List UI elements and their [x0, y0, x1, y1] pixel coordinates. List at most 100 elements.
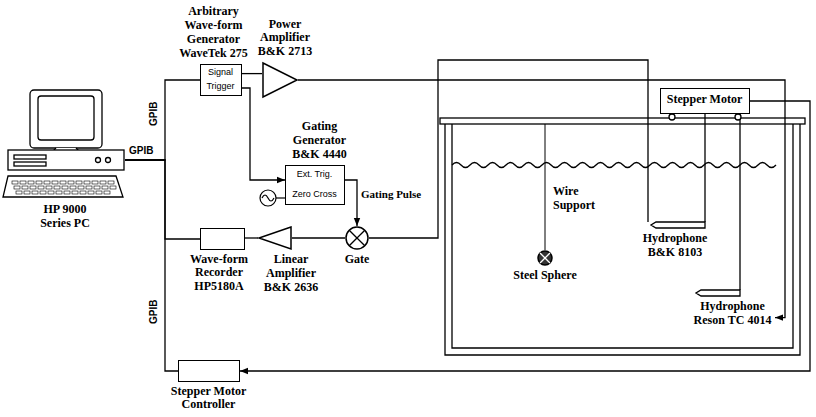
box-heading: Steel Sphere — [510, 269, 580, 283]
signal-wire — [298, 80, 785, 318]
drawing-stroke — [8, 150, 124, 170]
bus-label: GPIB — [129, 145, 153, 157]
drawing-stroke — [30, 90, 102, 148]
box-heading: Stepper Motor Controller — [164, 385, 254, 413]
box-heading: Wave-form Recorder HP5180A — [185, 253, 253, 294]
drawing-stroke — [102, 186, 108, 189]
box-heading: Gate — [337, 253, 377, 267]
box-text: Ext. Trig. — [297, 169, 333, 179]
drawing-stroke — [96, 158, 101, 163]
hydrophone: Hydrophone Reson TC 4014 — [690, 290, 775, 336]
hydrophone: Hydrophone B&K 8103 — [630, 222, 720, 264]
signal-wire — [292, 237, 345, 238]
signal-wire — [242, 73, 262, 74]
drawing-stroke — [64, 191, 70, 194]
stepper-motor: Stepper Motor — [660, 88, 750, 114]
drawing-stroke — [54, 186, 60, 189]
drawing-stroke — [56, 191, 62, 194]
drawing-stroke — [14, 186, 20, 189]
signal-wire — [125, 160, 178, 371]
drawing-stroke — [38, 186, 44, 189]
drawing-stroke — [46, 186, 52, 189]
signal-wire — [345, 180, 357, 226]
drawing-stroke — [104, 191, 110, 194]
shape-outline — [259, 227, 291, 249]
drawing-stroke — [28, 181, 34, 184]
drawing-stroke — [86, 186, 92, 189]
drawing-stroke — [440, 118, 805, 124]
shape-outline — [346, 227, 368, 249]
drawing-stroke — [16, 191, 22, 194]
stepper-motor-controller: Stepper Motor Controller — [178, 360, 240, 382]
drawing-stroke — [92, 181, 98, 184]
drawing-stroke — [669, 114, 675, 120]
drawing-stroke — [651, 222, 705, 228]
drawing-stroke — [44, 181, 50, 184]
drawing-stroke — [276, 197, 285, 198]
box-text: Signal — [208, 67, 233, 77]
drawing-stroke — [12, 181, 18, 184]
water-surface — [452, 163, 776, 168]
drawing-stroke — [452, 124, 793, 348]
wire-label: GPIB — [148, 300, 160, 324]
linear-amplifier: Linear Amplifier B&K 2636 — [258, 226, 292, 250]
part-label: Wire Support — [553, 185, 613, 213]
box-heading: Linear Amplifier B&K 2636 — [258, 253, 324, 294]
drawing-stroke — [106, 158, 111, 163]
box-heading: Power Amplifier B&K 2713 — [254, 18, 316, 59]
drawing-stroke — [30, 186, 36, 189]
signal-wire — [240, 101, 810, 371]
drawing-stroke — [68, 181, 74, 184]
computer-illustration — [3, 90, 124, 197]
tri-r-shape — [262, 62, 298, 98]
drawing-stroke — [696, 290, 740, 296]
sphere-shape — [537, 250, 553, 266]
drawing-stroke — [260, 190, 276, 206]
drawing-stroke — [94, 186, 100, 189]
drawing-stroke — [704, 114, 705, 222]
power-amplifier: Power Amplifier B&K 2713 — [262, 62, 298, 98]
signal-wire — [125, 160, 200, 239]
box-text: Hydrophone B&K 8103 — [632, 232, 718, 260]
drawing-stroke — [80, 191, 86, 194]
drawing-stroke — [84, 181, 90, 184]
drawing-stroke — [40, 191, 46, 194]
keyboard-keys — [12, 181, 116, 194]
drawing-stroke — [24, 191, 30, 194]
signal-wire — [242, 88, 285, 180]
computer: HP 9000 Series PC — [5, 90, 125, 200]
wire-label: Gating Pulse — [361, 188, 421, 201]
shape-outline — [538, 251, 552, 265]
drawing-stroke — [52, 181, 58, 184]
support-wire — [545, 124, 546, 250]
drawing-stroke — [72, 191, 78, 194]
box-heading: Arbitrary Wave-form Generator WaveTek 27… — [175, 5, 253, 60]
drawing-stroke — [100, 181, 106, 184]
drawing-stroke — [3, 176, 123, 197]
cross-mark — [349, 230, 365, 246]
cross-mark — [540, 253, 550, 263]
drawing-stroke — [78, 186, 84, 189]
drawing-stroke — [14, 155, 46, 159]
box-text: Hydrophone Reson TC 4014 — [692, 300, 773, 328]
drawing-stroke — [739, 114, 740, 290]
sine-source — [260, 190, 285, 206]
drawing-stroke — [62, 186, 68, 189]
box-text: Zero Cross — [292, 189, 337, 199]
shape-outline — [263, 63, 297, 97]
signal-wire — [369, 60, 648, 238]
drawing-stroke — [36, 181, 42, 184]
box-text: Stepper Motor — [667, 93, 742, 107]
waveform-generator: Arbitrary Wave-form Generator WaveTek 27… — [200, 64, 242, 96]
drawing-stroke — [262, 195, 274, 201]
drawing-stroke — [96, 191, 102, 194]
drawing-stroke — [60, 181, 66, 184]
drawing-stroke — [70, 186, 76, 189]
box-heading: HP 9000 Series PC — [33, 203, 97, 231]
drawing-stroke — [545, 124, 546, 250]
drawing-stroke — [445, 124, 800, 355]
drawing-stroke — [108, 181, 114, 184]
